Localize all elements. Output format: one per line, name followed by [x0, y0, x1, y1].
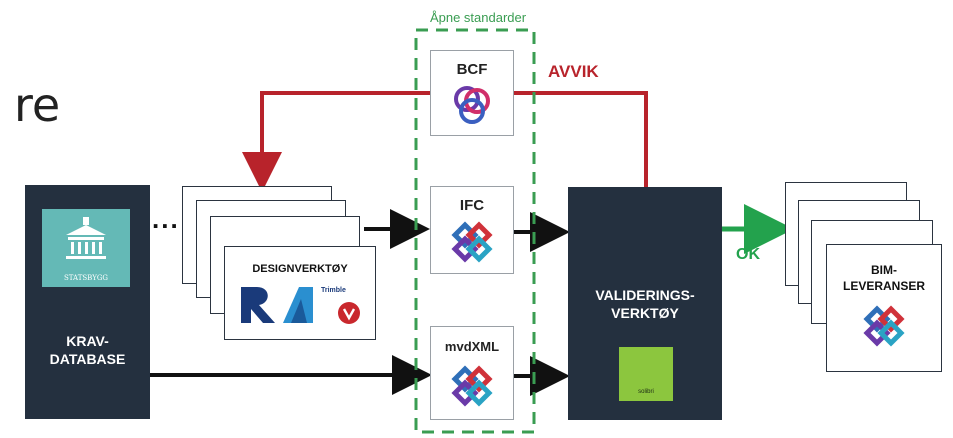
solibri-logo-text: solibri: [638, 389, 654, 395]
ifc-deliverable-icon: [863, 305, 905, 347]
vectorworks-icon: [338, 302, 360, 324]
requirements-database-title-1: KRAV-: [66, 333, 109, 349]
ifc-standard-box: IFC: [430, 186, 514, 274]
bcf-standard-box: BCF: [430, 50, 514, 136]
bim-deliveries-card: BIM- LEVERANSER: [826, 244, 942, 372]
building-icon: [66, 217, 106, 259]
statsbygg-logo: STATSBYGG: [42, 209, 130, 287]
deviation-label: AVVIK: [548, 62, 599, 81]
design-tools-card: DESIGNVERKTØY Trimble: [224, 246, 376, 340]
validation-tool-title-2: VERKTØY: [611, 305, 679, 321]
ok-label: OK: [736, 246, 760, 263]
validation-tool-block: VALIDERINGS- VERKTØY solibri: [568, 187, 722, 420]
bcf-label: BCF: [456, 61, 488, 78]
validation-tool-title-1: VALIDERINGS-: [595, 287, 695, 303]
solibri-logo: solibri: [619, 347, 673, 401]
bcf-logo-icon: [454, 86, 490, 124]
trimble-label: Trimble: [321, 287, 346, 294]
mvdxml-logo-icon: [451, 365, 493, 407]
design-tools-title: DESIGNVERKTØY: [252, 263, 348, 275]
ifc-logo-icon: [451, 221, 493, 263]
design-tools-ellipsis: ...: [152, 204, 180, 234]
requirements-database-block: STATSBYGG KRAV- DATABASE: [25, 185, 150, 419]
mvdxml-standard-box: mvdXML: [430, 326, 514, 420]
ifc-label: IFC: [459, 197, 485, 214]
revit-icon: [241, 287, 275, 323]
bim-deliveries-title-1: BIM-: [871, 263, 897, 277]
partial-heading-text: re: [14, 78, 61, 132]
bim-deliveries-title-2: LEVERANSER: [842, 279, 925, 293]
mvdxml-label: mvdXML: [444, 339, 500, 354]
statsbygg-logo-text: STATSBYGG: [63, 274, 109, 282]
archicad-icon: [283, 287, 313, 323]
requirements-database-title-2: DATABASE: [49, 351, 126, 367]
open-standards-label: Åpne standarder: [429, 10, 527, 25]
